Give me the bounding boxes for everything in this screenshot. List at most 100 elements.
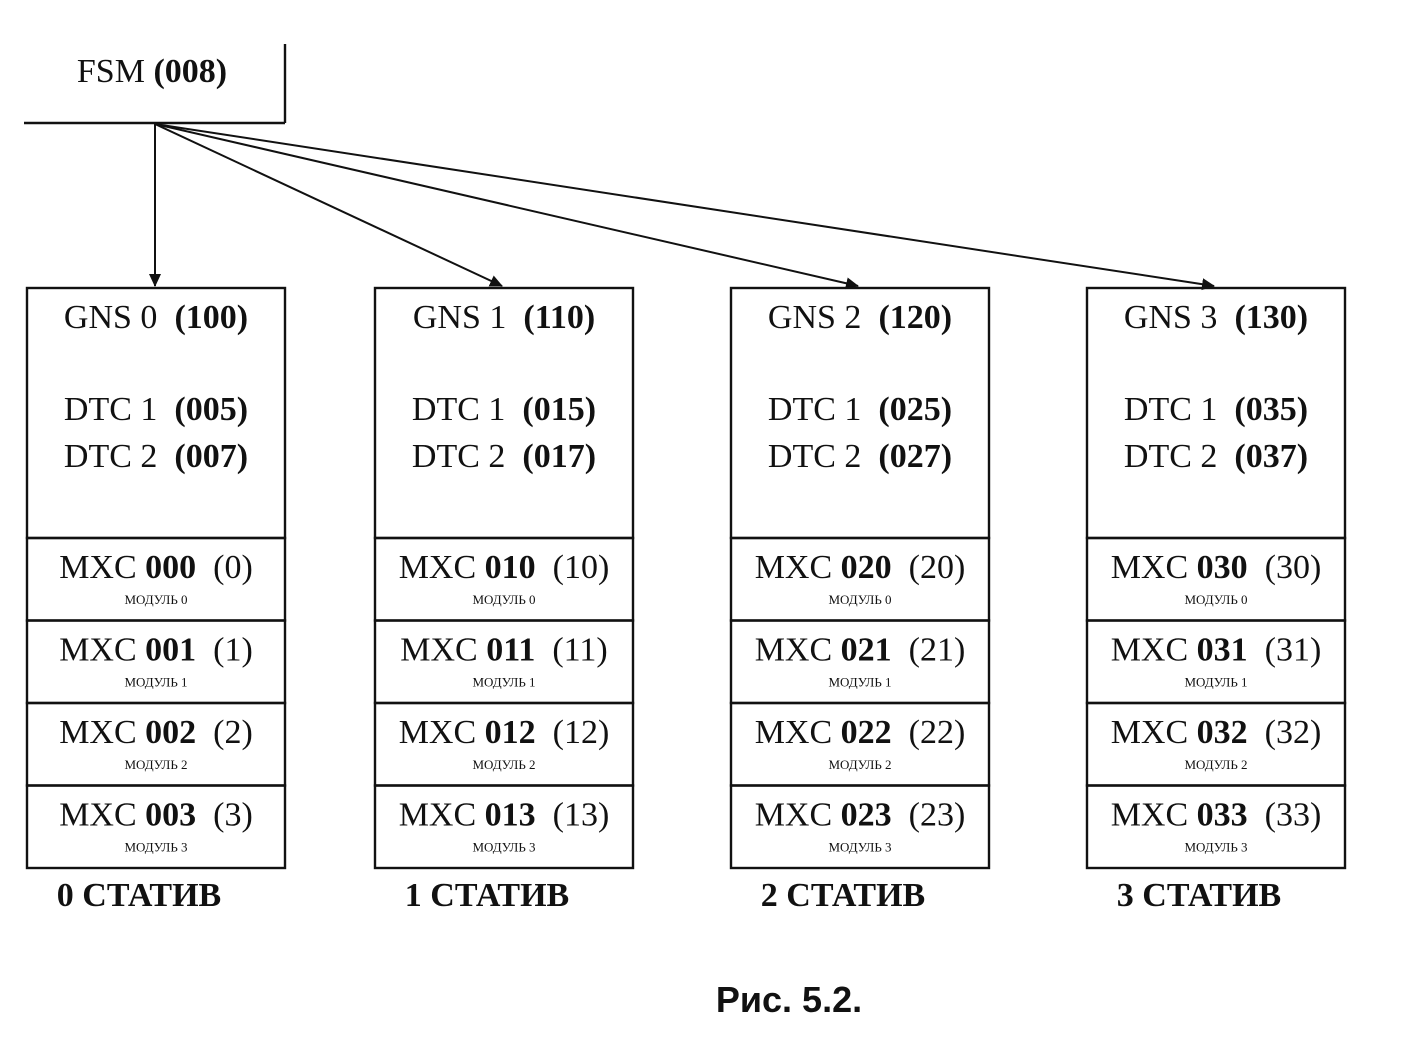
gns-code: (130) [1234, 299, 1308, 336]
mxc-row: MXC 001 (1)МОДУЛЬ 1 [25, 619, 287, 705]
mxc-number: 032 [1197, 714, 1248, 751]
mxc-row: MXC 022 (22)МОДУЛЬ 2 [729, 701, 991, 787]
mxc-spacer [137, 714, 146, 751]
mxc-spacer [478, 632, 487, 669]
mxc-spacer [536, 549, 553, 586]
mxc-number: 033 [1197, 797, 1248, 834]
gns-label: GNS 1 [413, 299, 507, 336]
dtc-title: DTC 2 (037) [1124, 438, 1308, 475]
module-label: МОДУЛЬ 0 [1184, 592, 1247, 607]
gns-title: GNS 3 (130) [1124, 299, 1308, 336]
rack-label: 2 СТАТИВ [761, 877, 925, 914]
dtc-spacer [157, 391, 174, 428]
mxc-spacer [1248, 797, 1265, 834]
mxc-title: MXC 020 (20) [755, 549, 966, 586]
connector-arrow [154, 123, 503, 287]
dtc-spacer [1217, 438, 1234, 475]
mxc-spacer [832, 549, 841, 586]
mxc-spacer [196, 549, 213, 586]
dtc-title: DTC 2 (027) [768, 438, 952, 475]
gns-label: GNS 2 [768, 299, 862, 336]
mxc-cell [1085, 784, 1347, 870]
dtc-label: DTC 1 [1124, 391, 1218, 428]
dtc-spacer [157, 438, 174, 475]
mxc-prefix: MXC [755, 632, 832, 669]
mxc-title: MXC 021 (21) [755, 632, 966, 669]
figure-caption: Рис. 5.2. [716, 979, 862, 1020]
mxc-prefix: MXC [399, 714, 476, 751]
mxc-title: MXC 003 (3) [59, 797, 253, 834]
mxc-paren: (21) [909, 632, 966, 669]
mxc-number: 021 [841, 632, 892, 669]
dtc-code: (007) [174, 438, 248, 475]
mxc-number: 010 [485, 549, 536, 586]
dtc-spacer [1217, 391, 1234, 428]
mxc-spacer [892, 549, 909, 586]
mxc-title: MXC 022 (22) [755, 714, 966, 751]
fsm-code: (008) [153, 53, 227, 90]
mxc-spacer [832, 632, 841, 669]
rack-label: 3 СТАТИВ [1117, 877, 1281, 914]
mxc-number: 002 [145, 714, 196, 751]
mxc-number: 031 [1197, 632, 1248, 669]
module-label: МОДУЛЬ 2 [1184, 757, 1247, 772]
fsm-node: FSM (008) [24, 44, 287, 125]
dtc-code: (037) [1234, 438, 1308, 475]
dtc-title: DTC 1 (015) [412, 391, 596, 428]
mxc-title: MXC 011 (11) [400, 632, 607, 669]
rack-0: GNS 0 (100)DTC 1 (005)DTC 2 (007)MXC 000… [25, 286, 287, 914]
mxc-spacer [1188, 797, 1197, 834]
mxc-prefix: MXC [1111, 549, 1188, 586]
mxc-spacer [476, 549, 485, 586]
mxc-number: 012 [485, 714, 536, 751]
mxc-row: MXC 030 (30) МОДУЛЬ 0 [1085, 536, 1347, 622]
mxc-spacer [1248, 632, 1265, 669]
module-label: МОДУЛЬ 0 [124, 592, 187, 607]
connector-arrow [154, 123, 859, 290]
mxc-paren: (22) [909, 714, 966, 751]
rack-label: 0 СТАТИВ [57, 877, 221, 914]
mxc-title: MXC 012 (12) [399, 714, 610, 751]
mxc-title: MXC 001 (1) [59, 632, 253, 669]
connectors [149, 123, 1215, 291]
mxc-spacer [196, 797, 213, 834]
mxc-prefix: MXC [399, 797, 476, 834]
dtc-label: DTC 2 [1124, 438, 1218, 475]
mxc-row: MXC 012 (12)МОДУЛЬ 2 [373, 701, 635, 787]
mxc-cell [373, 784, 635, 870]
mxc-row: MXC 032 (32)МОДУЛЬ 2 [1085, 701, 1347, 787]
mxc-paren: (30) [1265, 549, 1322, 586]
gns-label: GNS 0 [64, 299, 158, 336]
gns-title: GNS 0 (100) [64, 299, 248, 336]
mxc-paren: (23) [909, 797, 966, 834]
module-label: МОДУЛЬ 0 [472, 592, 535, 607]
mxc-spacer [892, 797, 909, 834]
mxc-prefix: MXC [59, 714, 136, 751]
mxc-paren: (33) [1265, 797, 1322, 834]
mxc-prefix: MXC [59, 797, 136, 834]
gns-title: GNS 1 (110) [413, 299, 595, 336]
dtc-spacer [505, 438, 522, 475]
mxc-prefix: MXC [1111, 797, 1188, 834]
dtc-title: DTC 1 (005) [64, 391, 248, 428]
dtc-label: DTC 1 [64, 391, 158, 428]
dtc-title: DTC 1 (025) [768, 391, 952, 428]
mxc-row: MXC 021 (21)МОДУЛЬ 1 [729, 619, 991, 705]
fsm-label: FSM [77, 53, 145, 90]
connector-arrow [154, 123, 1215, 291]
mxc-spacer [476, 714, 485, 751]
mxc-prefix: MXC [1111, 632, 1188, 669]
mxc-number: 011 [486, 632, 535, 669]
mxc-paren: (31) [1265, 632, 1322, 669]
mxc-title: MXC 010 (10) [399, 549, 610, 586]
mxc-title: MXC 000 (0) [59, 549, 253, 586]
rack-label: 1 СТАТИВ [405, 877, 569, 914]
mxc-number: 000 [145, 549, 196, 586]
mxc-title: MXC 030 (30) [1111, 549, 1322, 586]
dtc-code: (025) [878, 391, 952, 428]
mxc-paren: (0) [213, 549, 253, 586]
mxc-row: MXC 002 (2)МОДУЛЬ 2 [25, 701, 287, 787]
mxc-prefix: MXC [59, 549, 136, 586]
dtc-spacer [861, 438, 878, 475]
mxc-spacer [1188, 714, 1197, 751]
